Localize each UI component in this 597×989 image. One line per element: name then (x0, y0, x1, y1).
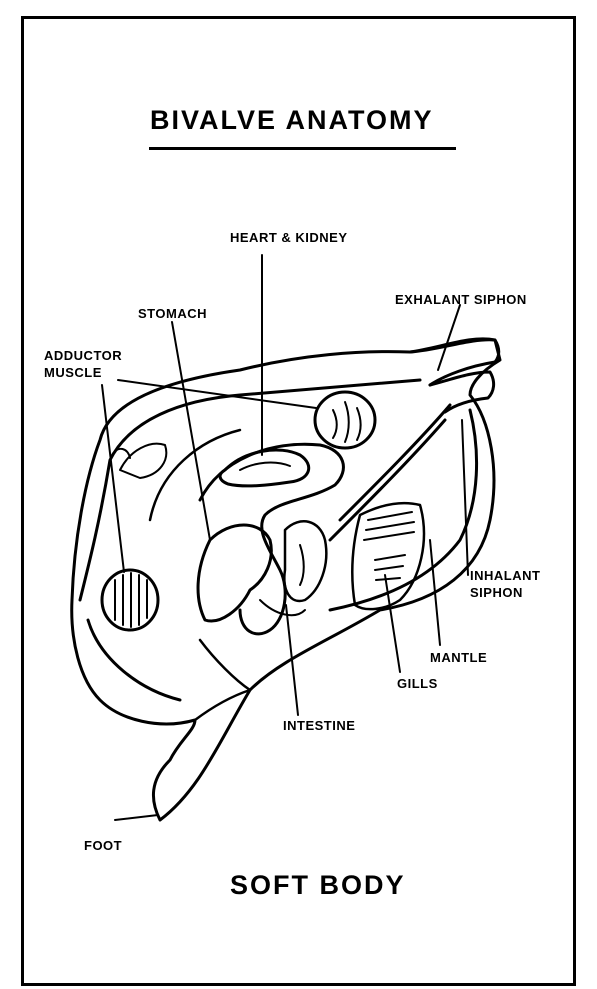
label-gills: GILLS (397, 676, 438, 692)
mantle-edge (80, 380, 477, 700)
label-foot: FOOT (84, 838, 122, 854)
label-inhalant-siphon-line1: INHALANT (470, 568, 540, 584)
diagram-subtitle: SOFT BODY (230, 870, 406, 901)
body-outline (72, 339, 500, 820)
label-heart-kidney: HEART & KIDNEY (230, 230, 348, 246)
label-adductor-muscle-line1: ADDUCTOR (44, 348, 122, 364)
label-mantle: MANTLE (430, 650, 487, 666)
label-stomach: STOMACH (138, 306, 207, 322)
label-inhalant-siphon-line2: SIPHON (470, 585, 523, 601)
foot-shape (195, 640, 250, 720)
label-adductor-muscle-line2: MUSCLE (44, 365, 102, 381)
intestine-shape (200, 444, 343, 634)
label-exhalant-siphon: EXHALANT SIPHON (395, 292, 527, 308)
heart-kidney-shape (220, 450, 309, 486)
label-intestine: INTESTINE (283, 718, 355, 734)
